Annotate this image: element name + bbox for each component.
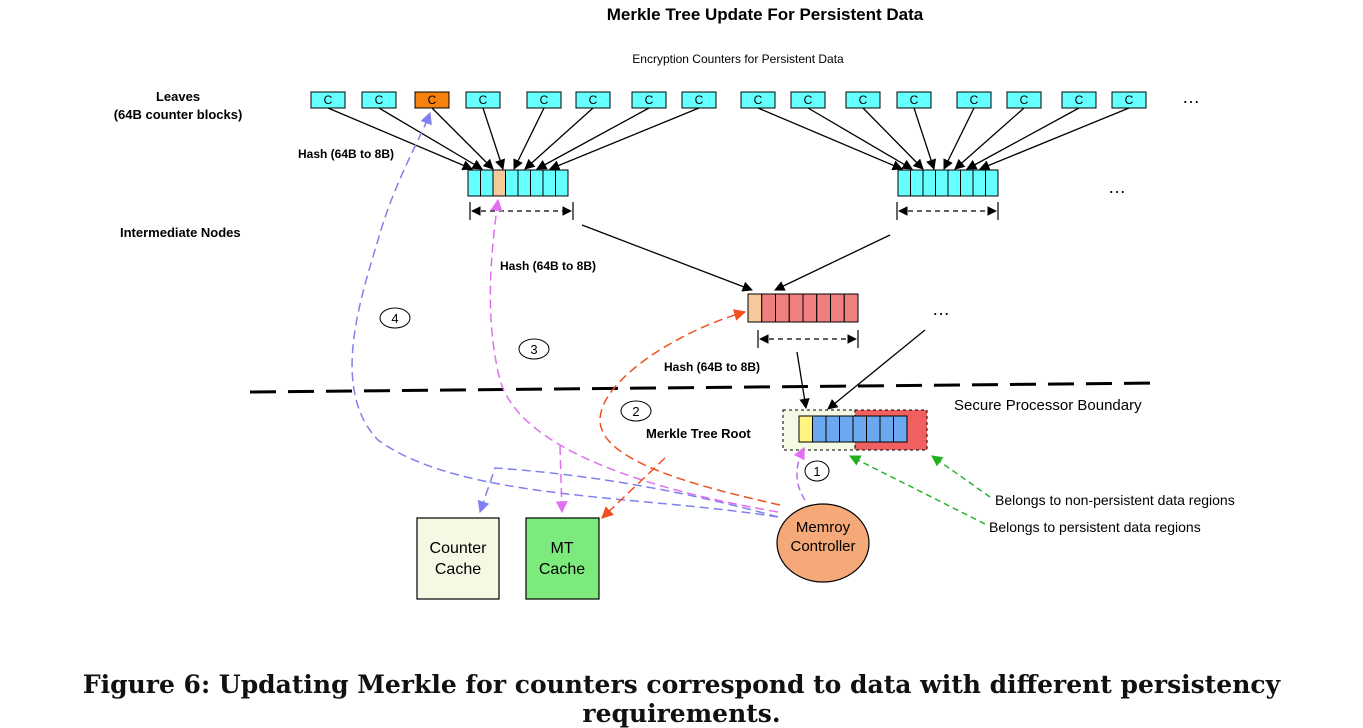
counter-block-label: C — [910, 93, 919, 107]
counter-cache-label-1: Counter — [430, 540, 488, 557]
step2-path-to-mt-cache — [601, 457, 666, 519]
hash-mid-label: Hash (64B to 8B) — [500, 259, 596, 273]
step3-path-to-intermediate — [489, 198, 779, 513]
intermediate-nodes-label: Intermediate Nodes — [120, 225, 241, 240]
step2-path-to-upper-node — [599, 309, 781, 506]
memory-controller-label-1: Memroy — [796, 519, 851, 536]
counter-block-label: C — [1075, 93, 1084, 107]
diagram-title: Merkle Tree Update For Persistent Data — [607, 5, 924, 24]
intermediate-span-right — [896, 202, 999, 220]
counter-block-label: C — [645, 93, 654, 107]
hash-arrow-root-left — [796, 351, 810, 410]
counter-block-label: C — [324, 93, 333, 107]
counter-block-label: C — [540, 93, 549, 107]
mt-cache — [525, 517, 600, 600]
intermediate-node-left — [467, 169, 569, 197]
step4-path-to-counter — [351, 111, 779, 518]
counters-header: Encryption Counters for Persistent Data — [632, 52, 844, 66]
intermediate-span-left — [469, 202, 574, 220]
leaves-ellipsis: … — [1182, 87, 1200, 107]
counter-block-label: C — [428, 93, 437, 107]
counter-group-right: C C C C C C C C — [740, 91, 1147, 109]
merkle-root — [782, 409, 928, 451]
persistent-label: Belongs to persistent data regions — [989, 519, 1201, 535]
secure-boundary-line — [249, 381, 1159, 394]
intermediate-node-right — [897, 169, 999, 197]
hash-leaves-label: Hash (64B to 8B) — [298, 147, 394, 161]
counter-block-label: C — [804, 93, 813, 107]
upper-intermediate-span — [757, 330, 859, 348]
step-marker-3: 3 — [518, 338, 550, 360]
mt-cache-label-1: MT — [550, 540, 573, 557]
step-2-number: 2 — [632, 404, 639, 419]
counter-block-label: C — [754, 93, 763, 107]
counter-cache-label-2: Cache — [435, 561, 481, 578]
counter-block-label: C — [375, 93, 384, 107]
step3-path-to-mt-cache — [555, 445, 568, 514]
mt-cache-label-2: Cache — [539, 561, 585, 578]
step-marker-4: 4 — [379, 307, 411, 329]
step1-path-to-root — [793, 446, 806, 501]
merkle-diagram: Merkle Tree Update For Persistent Data E… — [114, 5, 1235, 600]
hash-root-label: Hash (64B to 8B) — [664, 360, 760, 374]
hash-arrow-root-right — [827, 329, 926, 410]
counter-cache — [416, 517, 500, 600]
non-persistent-label: Belongs to non-persistent data regions — [995, 492, 1235, 508]
root-level-ellipsis: … — [932, 299, 950, 319]
counter-block-label: C — [589, 93, 598, 107]
hash-arrow-mid-right — [774, 234, 891, 291]
step-marker-1: 1 — [804, 460, 830, 482]
counter-group-left: C C C C C C C C — [310, 91, 717, 109]
figure-caption: Figure 6: Updating Merkle for counters c… — [82, 670, 1281, 728]
persistent-arrow — [848, 455, 986, 525]
counter-block-label: C — [859, 93, 868, 107]
step-marker-2: 2 — [620, 400, 652, 422]
step4-path-to-counter-cache — [477, 467, 779, 518]
upper-intermediate-node — [747, 293, 859, 323]
leaves-label: Leaves — [156, 89, 200, 104]
counter-block-label: C — [970, 93, 979, 107]
step-4-number: 4 — [391, 311, 398, 326]
counter-block-label: C — [1020, 93, 1029, 107]
secure-boundary-label: Secure Processor Boundary — [954, 397, 1142, 414]
leaf-hash-arrows-left — [327, 107, 700, 171]
leaves-sublabel: (64B counter blocks) — [114, 107, 243, 122]
memory-controller-label-2: Controller — [790, 538, 855, 555]
counter-block-label: C — [479, 93, 488, 107]
memory-controller — [776, 503, 870, 583]
intermediate-ellipsis: … — [1108, 177, 1126, 197]
hash-arrow-mid-left — [581, 224, 753, 292]
step-3-number: 3 — [530, 342, 537, 357]
step-1-number: 1 — [813, 464, 820, 479]
counter-block-label: C — [695, 93, 704, 107]
merkle-root-label: Merkle Tree Root — [646, 426, 751, 441]
leaf-hash-arrows-right — [757, 107, 1130, 171]
non-persistent-arrow — [931, 455, 991, 498]
counter-block-label: C — [1125, 93, 1134, 107]
